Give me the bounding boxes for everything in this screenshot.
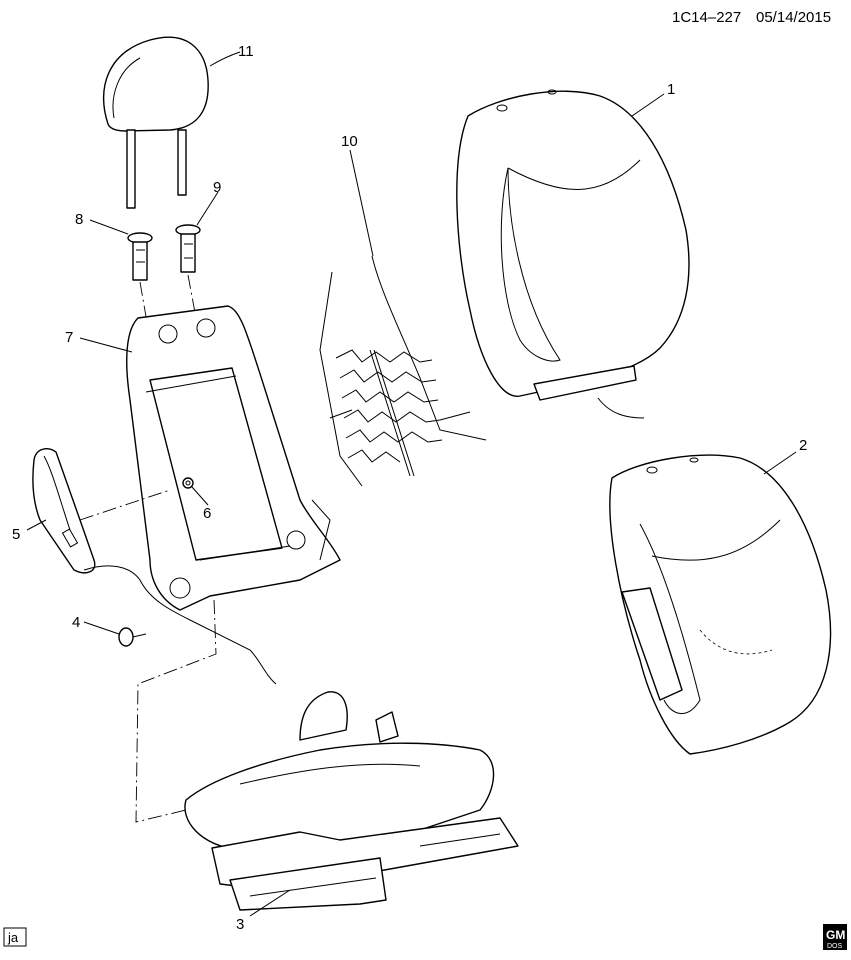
push-pin-fastener [118, 627, 147, 647]
headrest [102, 36, 209, 209]
headrest-guide-left [127, 232, 153, 281]
footer-tag-text: ja [7, 930, 19, 945]
callout-4: 4 [72, 614, 80, 631]
callout-10: 10 [341, 133, 358, 150]
lumbar-spring-mat [319, 255, 487, 487]
headrest-guide-right [175, 224, 201, 273]
callout-9: 9 [213, 179, 221, 196]
diagram-date: 05/14/2015 [756, 9, 831, 26]
callout-1: 1 [667, 81, 675, 98]
callout-3: 3 [236, 916, 244, 933]
seat-back-pad [609, 454, 832, 755]
seat-cushion-and-track [184, 691, 519, 911]
callout-8: 8 [75, 211, 83, 228]
seat-back-frame [126, 305, 341, 611]
side-airbag-module [32, 448, 277, 685]
leader-lines [26, 51, 797, 917]
callout-6: 6 [203, 505, 211, 522]
seat-back-cover-upper [456, 89, 690, 419]
gm-logo-top: GM [826, 928, 845, 942]
nut [182, 477, 194, 489]
gm-logo-bottom: DOS [827, 943, 843, 950]
callout-11: 11 [238, 43, 254, 60]
callout-7: 7 [65, 329, 73, 346]
callout-5: 5 [12, 526, 20, 543]
diagram-id: 1C14–227 [672, 9, 741, 26]
footer-tag: ja [3, 927, 27, 947]
gm-logo: GM DOS [823, 924, 847, 950]
callout-2: 2 [799, 437, 807, 454]
